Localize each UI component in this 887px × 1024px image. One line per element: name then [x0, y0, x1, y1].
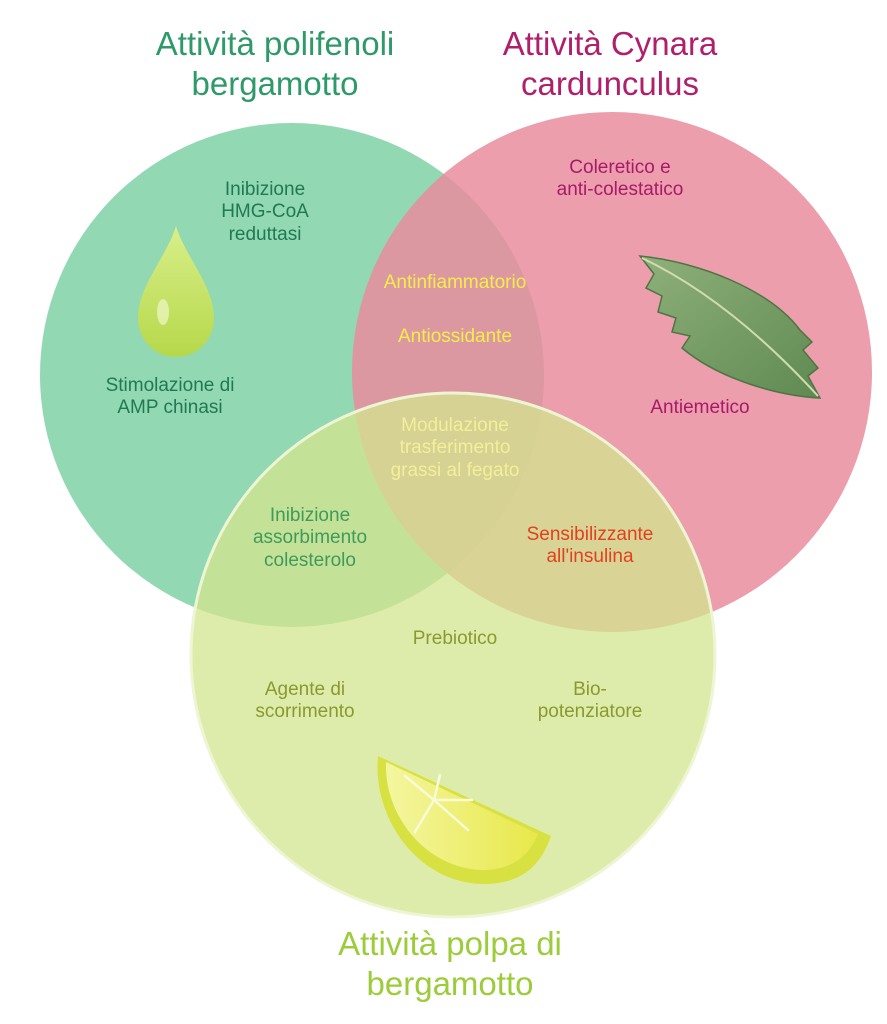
label-antinfiammatorio: Antinfiammatorio: [383, 272, 527, 293]
label-prebiotico: Prebiotico: [412, 628, 498, 649]
leaf-icon: [638, 255, 822, 399]
title-lime-circle: Attività polpa di bergamotto: [338, 925, 562, 1002]
label-modulazione: Modulazione trasferimento grassi al fega…: [390, 415, 520, 481]
title-pink-circle: Attività Cynara cardunculus: [502, 25, 718, 102]
label-colesterolo: Inibizione assorbimento colesterolo: [252, 505, 368, 571]
lime-circle: [189, 391, 717, 919]
label-coleretico: Coleretico e anti-colestatico: [556, 157, 684, 201]
label-antiossidante: Antiossidante: [397, 326, 513, 347]
label-insulina: Sensibilizzante all'insulina: [526, 524, 654, 568]
lemon-slice-icon: [377, 756, 551, 885]
title-green-circle: Attività polifenoli bergamotto: [155, 25, 395, 102]
label-scorrimento: Agente di scorrimento: [255, 679, 355, 723]
droplet-icon: [138, 226, 214, 357]
label-biopotenziatore: Bio- potenziatore: [537, 679, 643, 723]
label-hmg-coa: Inibizione HMG-CoA reduttasi: [221, 179, 309, 245]
label-ampk: Stimolazione di AMP chinasi: [105, 375, 235, 419]
label-antiemetico: Antiemetico: [650, 397, 750, 418]
